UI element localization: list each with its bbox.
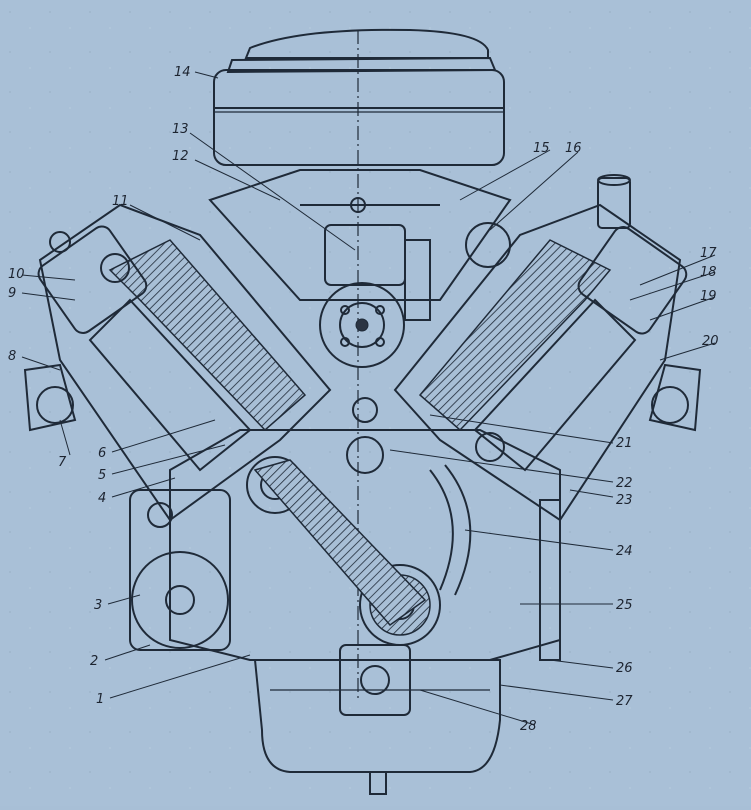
leader-lines xyxy=(21,71,716,726)
carburetor-assembly xyxy=(208,169,512,368)
oil-pan xyxy=(253,499,561,795)
left-cylinder-bank xyxy=(23,203,332,522)
callout-7: 7 xyxy=(58,455,67,470)
callout-2: 2 xyxy=(90,654,98,669)
callout-23: 23 xyxy=(616,493,633,508)
callout-1: 1 xyxy=(96,692,104,707)
callout-19: 19 xyxy=(700,289,717,304)
callout-labels: 1 2 3 4 5 6 7 8 9 10 11 12 13 14 15 16 1… xyxy=(8,65,719,734)
callout-27: 27 xyxy=(616,694,633,709)
callout-5: 5 xyxy=(98,468,106,483)
callout-25: 25 xyxy=(616,598,633,613)
callout-3: 3 xyxy=(94,598,102,613)
callout-22: 22 xyxy=(616,476,633,491)
callout-11: 11 xyxy=(112,194,129,209)
callout-24: 24 xyxy=(616,544,633,559)
generator xyxy=(129,489,231,651)
callout-28: 28 xyxy=(520,719,537,734)
callout-16: 16 xyxy=(565,141,582,156)
callout-6: 6 xyxy=(98,446,106,461)
callout-18: 18 xyxy=(700,265,717,280)
callout-26: 26 xyxy=(616,661,633,676)
callout-10: 10 xyxy=(8,267,25,282)
callout-17: 17 xyxy=(700,246,717,261)
air-filter xyxy=(213,28,505,166)
callout-4: 4 xyxy=(98,491,106,506)
callout-13: 13 xyxy=(172,122,189,137)
callout-8: 8 xyxy=(8,349,16,364)
callout-20: 20 xyxy=(702,334,719,349)
right-cylinder-bank xyxy=(393,174,702,522)
callout-15: 15 xyxy=(533,141,550,156)
callout-9: 9 xyxy=(8,286,16,301)
callout-14: 14 xyxy=(174,65,191,80)
callout-21: 21 xyxy=(616,436,633,451)
callout-12: 12 xyxy=(172,149,189,164)
